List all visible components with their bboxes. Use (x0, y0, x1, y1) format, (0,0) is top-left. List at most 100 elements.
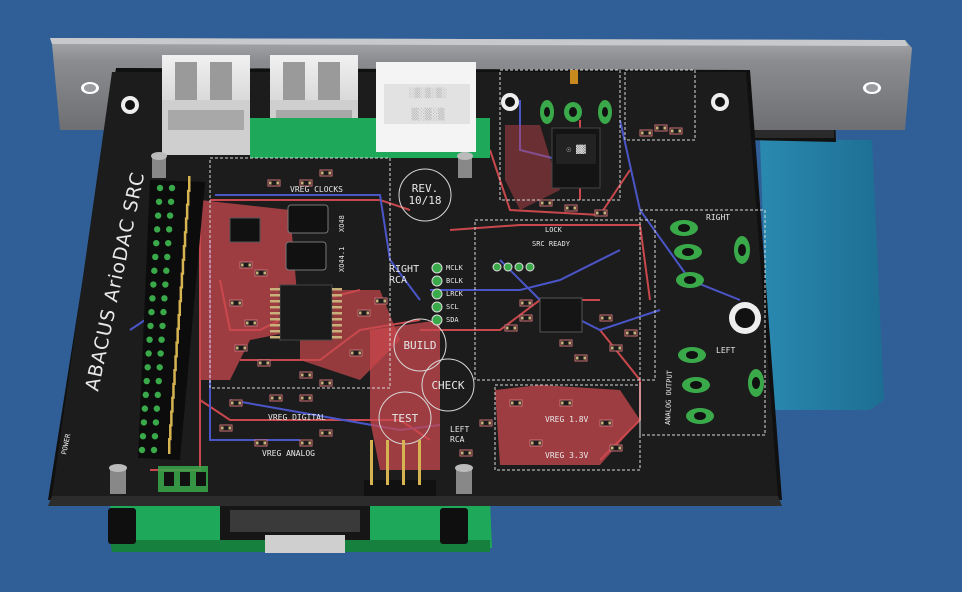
gpio-pin (152, 419, 160, 426)
gpio-pin (160, 308, 167, 316)
smd-component (299, 371, 313, 379)
smd-pad (568, 401, 571, 405)
small-smd-parts (219, 124, 683, 457)
smd-pad (488, 421, 491, 425)
smd-pad (221, 426, 224, 430)
dac-pin (332, 288, 342, 291)
smd-pad (376, 299, 379, 303)
smd-pad (566, 206, 569, 210)
smd-component (519, 314, 533, 322)
dac-pin (270, 318, 280, 321)
dac-pin (332, 300, 342, 303)
right-output-label: RIGHT (706, 213, 730, 222)
gpio-pin (139, 433, 147, 440)
dac-pin (270, 330, 280, 333)
smd-pad (626, 331, 629, 335)
smd-component (254, 439, 268, 447)
left-output-label: LEFT (716, 346, 735, 355)
sda-label: SDA (446, 316, 459, 324)
gpio-pin-stub (183, 231, 187, 248)
gpio-pin (151, 267, 158, 274)
spdif-connector (570, 70, 578, 84)
gpio-pin (166, 212, 174, 219)
src-chip (539, 297, 583, 333)
smd-component (639, 129, 653, 137)
gpio-pin-stub (181, 258, 185, 275)
smd-pad (548, 201, 551, 205)
smd-pad (231, 401, 234, 405)
gpio-pin (163, 267, 170, 274)
smd-pad (278, 396, 281, 400)
smd-pad (301, 396, 304, 400)
smd-component (594, 209, 608, 217)
smd-component (349, 349, 363, 357)
gpio-pin-stub (176, 327, 179, 344)
svg-text:▒░▒░▒: ▒░▒░▒ (411, 107, 444, 121)
gpio-pin (156, 184, 164, 192)
smd-pad (328, 431, 331, 435)
smd-pad (236, 346, 239, 350)
smd-pad (561, 401, 564, 405)
smd-component (229, 299, 243, 307)
smd-pad (228, 426, 231, 430)
smd-component (609, 444, 623, 452)
smd-component (299, 394, 313, 402)
smd-pad (568, 341, 571, 345)
smd-component (519, 299, 533, 307)
smd-component (539, 199, 553, 207)
vreg-clocks-label: VREG CLOCKS (290, 185, 343, 194)
gpio-pin-stub (184, 217, 188, 234)
standoff-screw-bl (109, 464, 127, 494)
gpio-pin (155, 377, 162, 385)
gpio-pin (141, 405, 149, 412)
smd-component (254, 269, 268, 277)
mclk-label: MCLK (446, 264, 464, 272)
left-rca-label-2: RCA (450, 435, 465, 444)
smd-pad (671, 129, 674, 133)
smd-pad (351, 351, 354, 355)
smd-component (459, 449, 473, 457)
smd-pad (633, 331, 636, 335)
check-circle (421, 358, 475, 412)
gpio-header (138, 176, 205, 460)
smd-pad (531, 441, 534, 445)
lock-label: LOCK (545, 226, 563, 234)
smd-pad (301, 373, 304, 377)
gpio-pin-stub (173, 369, 176, 386)
standoff-screw-tr (457, 152, 473, 178)
smd-component (299, 439, 313, 447)
gpio-pin (153, 239, 160, 247)
standoff-screw-tl (151, 152, 167, 178)
gpio-pin-stub (172, 382, 175, 399)
rev-circle (398, 168, 452, 222)
smd-pad (366, 311, 369, 315)
gpio-pin-stub (170, 410, 173, 427)
dac-pin (270, 300, 280, 303)
smd-pad (238, 301, 241, 305)
smd-component (509, 399, 523, 407)
dac-pins (270, 288, 342, 339)
dac-chip (279, 284, 333, 341)
gpio-pin-stub (182, 244, 186, 261)
gpio-pin (144, 364, 151, 371)
left-rca-label: LEFT (450, 425, 469, 434)
smd-pad (321, 431, 324, 435)
dac-pin (332, 318, 342, 321)
oscillator-48 (287, 204, 329, 234)
gpio-pin (152, 253, 159, 261)
gpio-pin (157, 350, 164, 357)
smd-component (624, 329, 638, 337)
svg-text:☉ ▓▓: ☉ ▓▓ (566, 144, 585, 154)
smd-pad (541, 201, 544, 205)
dac-pin (270, 294, 280, 297)
gpio-pin-stub (186, 189, 190, 206)
standoff-screw-br (455, 464, 473, 494)
smd-pad (241, 263, 244, 267)
gpio-housing (138, 180, 205, 460)
dac-pin (332, 294, 342, 297)
smd-pad (678, 129, 681, 133)
smd-pad (468, 451, 471, 455)
smd-pad (518, 401, 521, 405)
vreg-18-label: VREG 1.8V (545, 415, 589, 424)
